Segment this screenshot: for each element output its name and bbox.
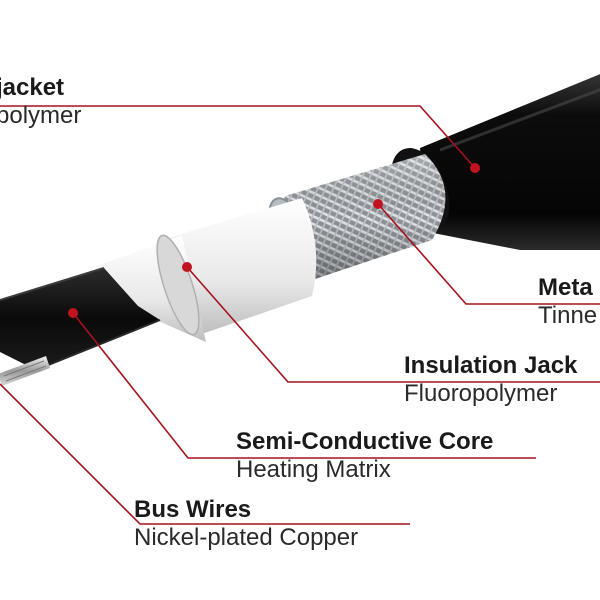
- leader-insulation-jacket: [186, 266, 600, 383]
- leader-lines: [0, 105, 600, 525]
- insulation-jacket-title: Insulation Jack: [404, 352, 578, 379]
- insulation-jacket-subtitle: Fluoropolymer: [404, 380, 558, 407]
- semi-conductive-core-title: Semi-Conductive Core: [236, 428, 494, 455]
- label-insulation-jacket: Insulation Jack Fluoropolymer: [404, 352, 577, 408]
- semi-conductive-core-subtitle: Heating Matrix: [236, 456, 391, 483]
- label-metal-braid: Meta Tinne: [538, 274, 597, 330]
- dot-insulation-jacket: [182, 262, 192, 272]
- dot-metal-braid: [373, 199, 383, 209]
- outer-jacket-title: jacket: [0, 74, 65, 101]
- leader-outer-jacket: [0, 105, 476, 169]
- insulation-jacket: [96, 198, 317, 342]
- leader-semi-conductive-core: [72, 312, 536, 459]
- label-outer-jacket: jacket polymer: [0, 74, 81, 130]
- metal-braid-subtitle: Tinne: [538, 302, 598, 329]
- label-bus-wires: Bus Wires Nickel-plated Copper: [134, 496, 358, 552]
- metal-braid-title: Meta: [538, 274, 593, 301]
- leader-dots: [68, 163, 480, 318]
- leader-bus-wires: [0, 383, 410, 525]
- leader-metal-braid: [377, 203, 600, 305]
- bus-wires-subtitle: Nickel-plated Copper: [134, 524, 359, 551]
- dot-outer-jacket: [470, 163, 480, 173]
- bus-wires: [0, 356, 50, 386]
- dot-semi-conductive-core: [68, 308, 78, 318]
- bus-wires-title: Bus Wires: [134, 496, 252, 523]
- label-semi-conductive-core: Semi-Conductive Core Heating Matrix: [236, 428, 493, 484]
- outer-jacket-subtitle: polymer: [0, 102, 82, 129]
